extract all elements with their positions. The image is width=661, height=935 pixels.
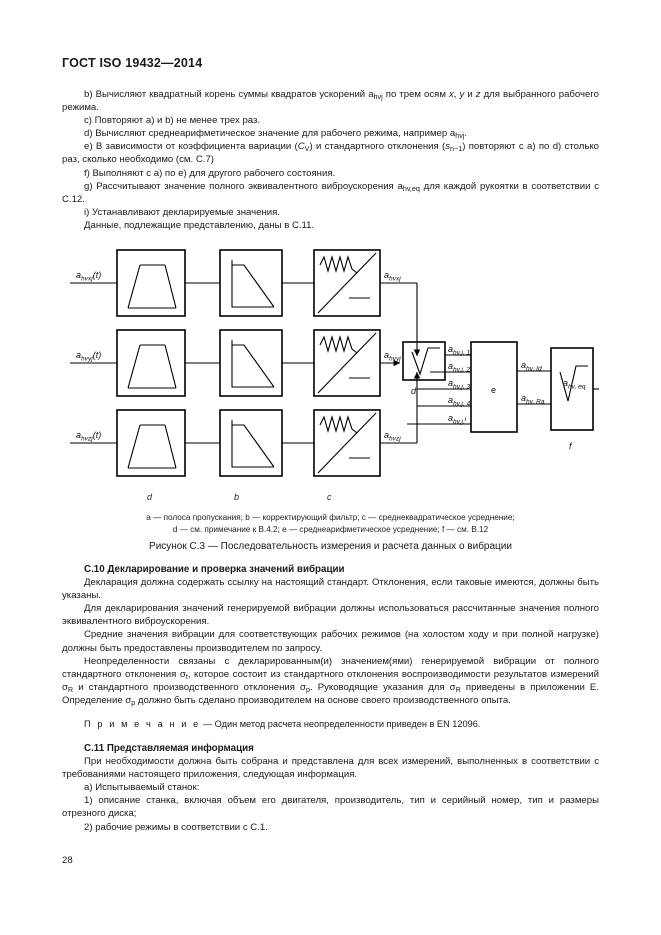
- section-c10-paragraph-2: Для декларирования значений генерируемой…: [62, 603, 599, 628]
- figure-column-key-1: d: [147, 492, 153, 502]
- figure-legend: a — полоса пропускания; b — корректирующ…: [62, 512, 599, 535]
- document-header: ГОСТ ISO 19432—2014: [62, 56, 203, 70]
- figure-legend-line-2: d — см. примечание к B.4.2; e — среднеар…: [172, 524, 489, 534]
- figure-legend-line-1: a — полоса пропускания; b — корректирующ…: [146, 513, 515, 522]
- section-c11-item-a2: 2) рабочие режимы в соответствии с С.1.: [84, 821, 268, 833]
- list-item-data: Данные, подлежащие представлению, даны в…: [84, 219, 315, 231]
- section-c10-note: П р и м е ч а н и е — Один метод расчета…: [62, 718, 599, 731]
- section-c11-item-a1: 1) описание станка, включая объем его дв…: [62, 795, 599, 820]
- list-item-c: c) Повторяют a) и b) не менее трех раз.: [84, 115, 261, 127]
- figure-output-y-label: ahvyj: [384, 350, 401, 363]
- note-text: — Один метод расчета неопределенности пр…: [202, 719, 481, 729]
- section-c10-paragraph-3: Средние значения вибрации для соответств…: [62, 629, 599, 654]
- figure-final-output: ahv, eq: [563, 378, 586, 391]
- list-item-b: b) Вычисляют квадратный корень суммы ква…: [62, 89, 599, 114]
- figure-block-label-f: f: [569, 441, 573, 451]
- section-c10-uncertainty: Неопределенности связаны с декларированн…: [62, 655, 599, 707]
- figure-block-label-e: e: [491, 385, 496, 395]
- section-c10-paragraph-1: Декларация должна содержать ссылку на на…: [62, 577, 599, 602]
- figure-output-x-label: ahvxj: [384, 270, 401, 283]
- section-c11-intro: При необходимости должна быть собрана и …: [62, 756, 599, 781]
- list-item-e: e) В зависимости от коэффициента вариаци…: [62, 141, 599, 166]
- page-number: 28: [62, 855, 73, 866]
- section-c11: С.11 Представляемая информация При необх…: [62, 742, 599, 834]
- figure-block-label-d: d: [411, 386, 417, 396]
- figure-column-key-2: b: [234, 492, 240, 502]
- note-label: П р и м е ч а н и е: [84, 719, 201, 729]
- list-item-f: f) Выполняют с a) по e) для другого рабо…: [84, 167, 336, 179]
- figure-input-z-label: ahvzj(t): [76, 430, 101, 443]
- figure-output-z-label: ahvzj: [384, 430, 401, 443]
- section-c10: С.10 Декларирование и проверка значений …: [62, 563, 599, 707]
- list-item-g: g) Рассчитывают значение полного эквивал…: [62, 180, 599, 205]
- list-item-d: d) Вычисляют среднеарифметическое значен…: [84, 128, 468, 141]
- figure-column-key-3: c: [327, 492, 332, 502]
- section-c10-heading: С.10 Декларирование и проверка значений …: [84, 564, 345, 575]
- list-item-i: i) Устанавливают декларируемые значения.: [84, 206, 280, 218]
- figure-input-x-label: ahvxj(t): [76, 270, 101, 283]
- section-c11-item-a: a) Испытываемый станок:: [84, 782, 200, 794]
- figure-caption: Рисунок С.3 — Последовательность измерен…: [149, 541, 512, 552]
- section-c11-heading: С.11 Представляемая информация: [84, 743, 254, 754]
- procedure-list: b) Вычисляют квадратный корень суммы ква…: [62, 88, 599, 232]
- figure-input-y-label: ahvyj(t): [76, 350, 101, 363]
- figure-c3-diagram: ahvxj(t) ahvyj(t) ahvzj(t) ahvxj ahvyj a…: [62, 238, 599, 496]
